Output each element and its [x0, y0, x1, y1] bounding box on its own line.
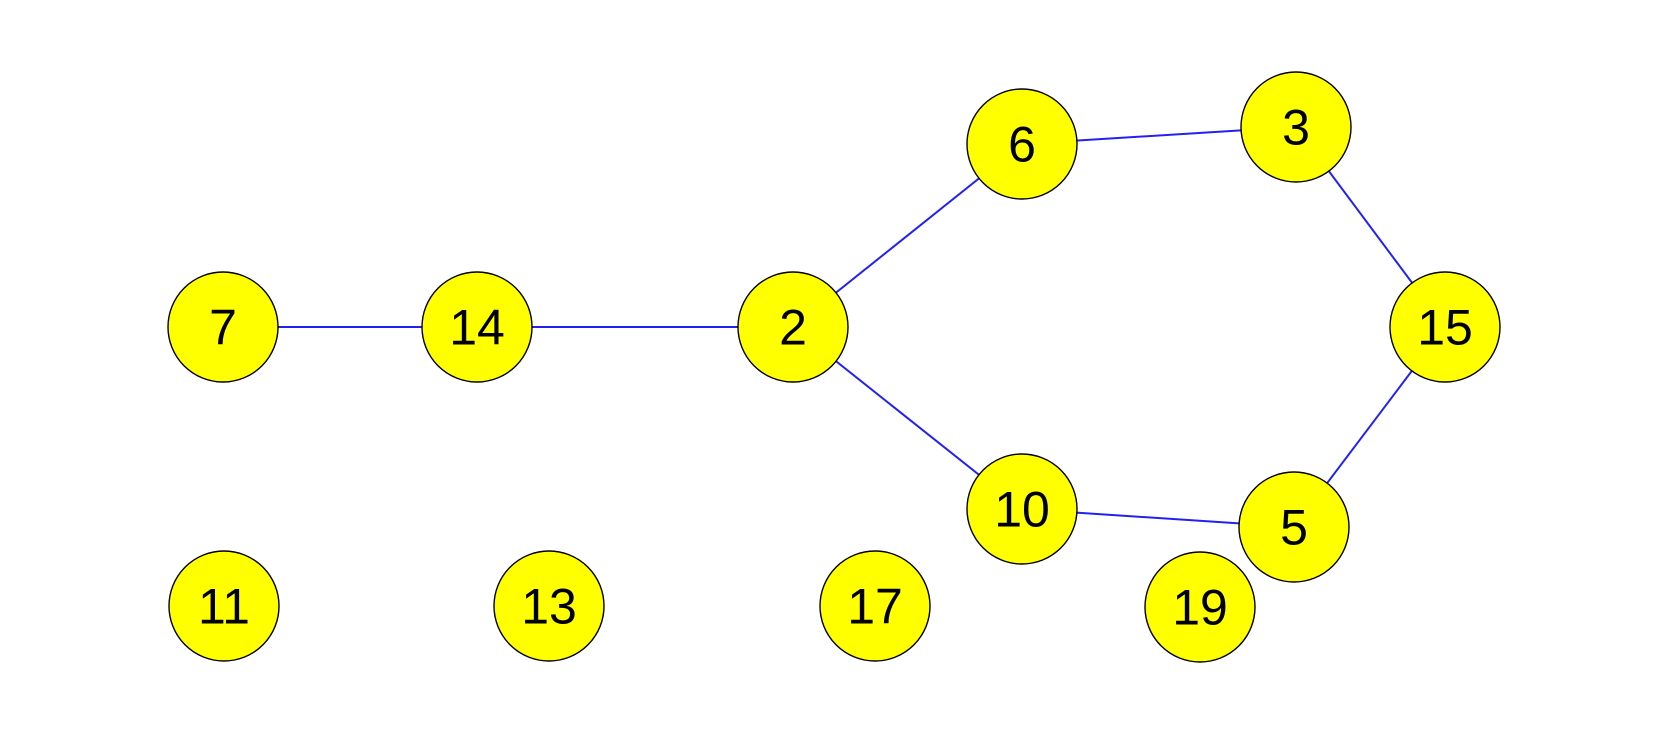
node-circle-13 — [493, 550, 605, 662]
node-circle-7 — [167, 271, 279, 383]
node-circle-15 — [1389, 271, 1501, 383]
graph-node-2: 2 — [737, 271, 849, 383]
node-circle-14 — [421, 271, 533, 383]
graph-node-13: 13 — [493, 550, 605, 662]
graph-node-15: 15 — [1389, 271, 1501, 383]
node-circle-3 — [1240, 71, 1352, 183]
node-circle-2 — [737, 271, 849, 383]
graph-node-19: 19 — [1144, 551, 1256, 663]
graph-node-11: 11 — [168, 550, 280, 662]
node-circle-19 — [1144, 551, 1256, 663]
graph-node-17: 17 — [819, 550, 931, 662]
nodes-layer: 7 14 2 6 3 15 10 5 11 13 17 19 — [167, 71, 1501, 663]
graph-node-7: 7 — [167, 271, 279, 383]
graph-node-6: 6 — [966, 88, 1078, 200]
node-circle-17 — [819, 550, 931, 662]
graph-node-5: 5 — [1238, 471, 1350, 583]
graph-node-14: 14 — [421, 271, 533, 383]
node-circle-6 — [966, 88, 1078, 200]
node-circle-5 — [1238, 471, 1350, 583]
graph-node-10: 10 — [966, 453, 1078, 565]
graph-node-3: 3 — [1240, 71, 1352, 183]
node-circle-11 — [168, 550, 280, 662]
node-circle-10 — [966, 453, 1078, 565]
